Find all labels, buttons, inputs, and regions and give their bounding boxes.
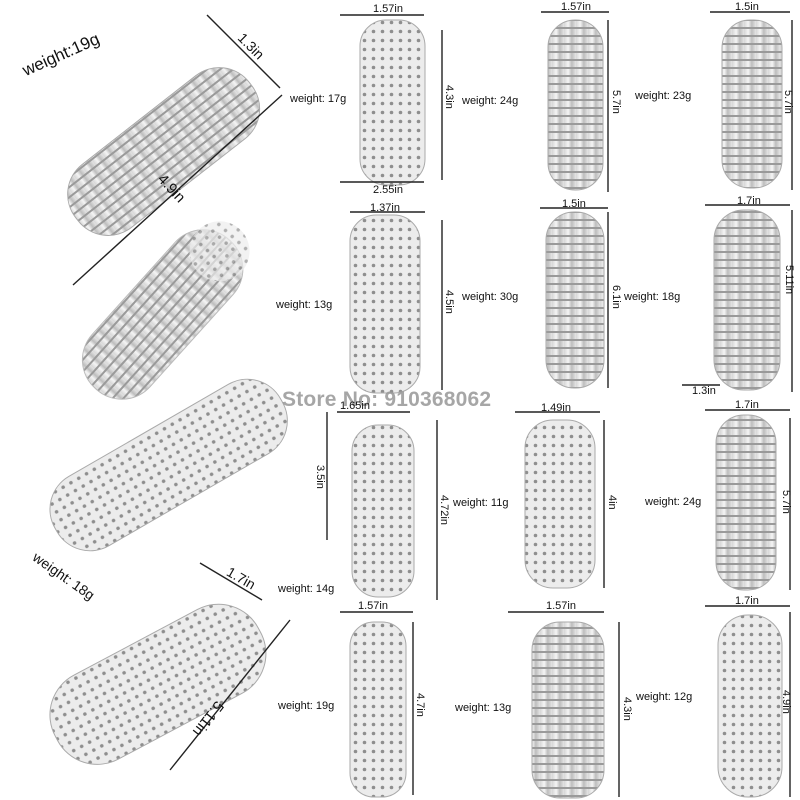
side-dim-r3c1: 4.72in [438,495,450,525]
top-dim-r1c1: 1.57in [373,3,403,15]
side-dim-r1c3: 5.7in [782,90,794,114]
weight-r1c3: weight: 23g [635,90,692,102]
weight-r4c1: weight: 19g [278,700,335,712]
sleeve-left-2 [81,221,250,400]
side-dim-r3c2: 4in [606,495,618,510]
store-watermark: Store No: 910368062 [282,388,492,411]
top-dim-r4c1: 1.57in [358,600,388,612]
weight-r2c2: weight: 30g [462,291,519,303]
side-dim-r2c3: 5.11in [783,265,795,295]
sleeve-left-4 [49,603,267,765]
side-dim-r4c1: 4.7in [414,693,426,717]
top-dim-r4c2: 1.57in [546,600,576,612]
side-dim-r1c2: 5.7in [610,90,622,114]
top-dim-r3c2: 1.49in [541,402,571,414]
side-dim-r1c1: 4.3in [443,85,455,109]
top-dim-r2c3: 1.7in [737,195,761,207]
side-dim-r4c2: 4.3in [621,697,633,721]
weight-r3c3: weight: 24g [645,496,702,508]
side-dim-r4c3: 4.9in [780,690,792,714]
weight-r2c1: weight: 13g [276,299,333,311]
weight-r4c3: weight: 12g [636,691,693,703]
weight-r4c2: weight: 13g [455,702,512,714]
top-dim-r1c3: 1.5in [735,1,759,13]
weight-r3c2: weight: 11g [453,497,509,509]
top-dim-r1c2: 1.57in [561,1,591,13]
top-dim-r2c1: 1.37in [370,202,400,214]
left-dim-r3c1: 3.5in [314,465,326,489]
sleeve-left-3 [49,378,288,552]
bottom-dim-r1c1: 2.55in [373,184,403,196]
top-dim-r4c3: 1.7in [735,595,759,607]
weight-r1c1: weight: 17g [290,93,347,105]
extra-dim-r2c3: 1.3in [692,385,716,397]
sleeve-left-1 [67,67,261,236]
top-dim-r2c2: 1.5in [562,198,586,210]
side-dim-r2c1: 4.5in [443,290,455,314]
side-dim-r2c2: 6.1in [610,285,622,309]
weight-r3c1: weight: 14g [278,583,335,595]
side-dim-r3c3: 5.7in [780,490,792,514]
weight-r2c3: weight: 18g [624,291,681,303]
top-dim-r3c3: 1.7in [735,399,759,411]
weight-r1c2: weight: 24g [462,95,519,107]
top-dim-r3c1: 1.65in [340,400,370,412]
